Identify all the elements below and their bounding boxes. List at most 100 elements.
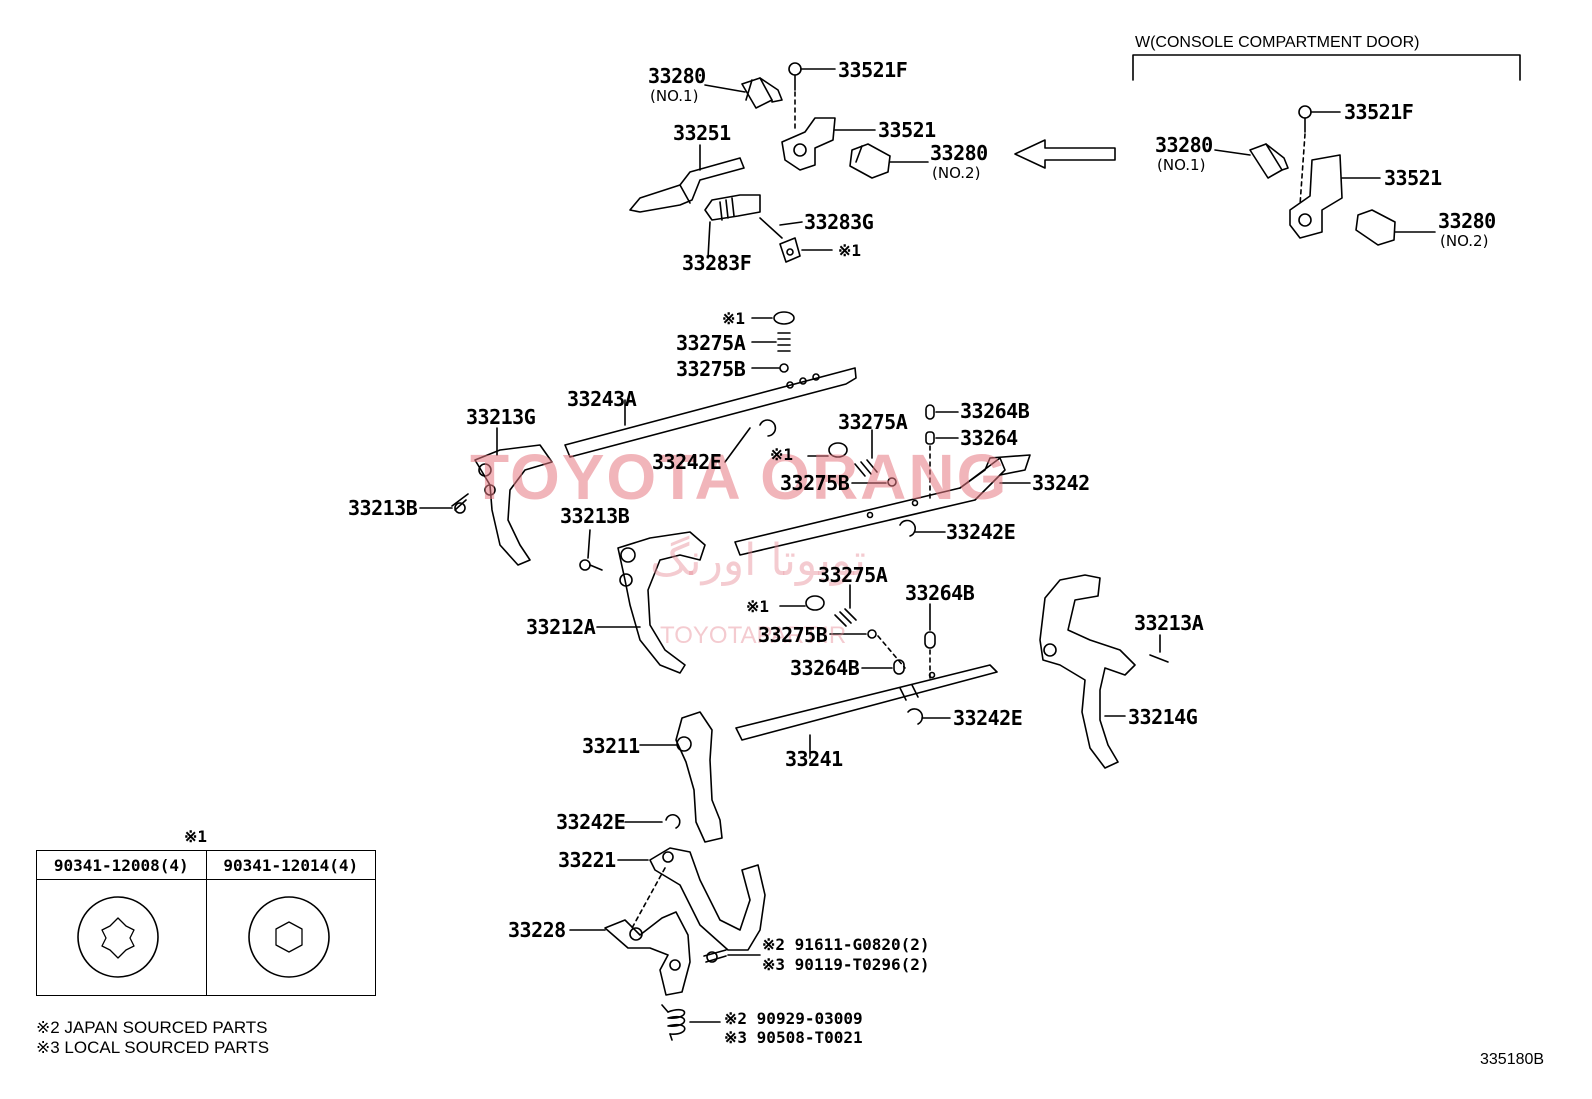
lever-33221-icon xyxy=(649,847,766,951)
callout-33242E-b: 33242E xyxy=(946,520,1016,544)
pin-33264-icon xyxy=(925,431,935,445)
diagram-id: 335180B xyxy=(1480,1051,1545,1068)
lever-33251-icon xyxy=(629,157,745,213)
callout-33280-no2: 33280 xyxy=(930,141,988,165)
callout-33213B-mid: 33213B xyxy=(560,504,630,528)
callout-33264B-low: 33264B xyxy=(790,656,860,680)
callout-33241: 33241 xyxy=(785,747,843,771)
snap-ring-33242E-c-icon xyxy=(907,708,924,725)
callout-33242: 33242 xyxy=(1032,471,1090,495)
callout-33242E-c: 33242E xyxy=(953,706,1023,730)
spring-33275A-low-icon xyxy=(834,608,857,627)
torx-cell xyxy=(36,879,207,996)
callout-33213G: 33213G xyxy=(466,405,536,429)
fastener-table-title: ※1 xyxy=(184,827,208,846)
callout-33275B-mid: 33275B xyxy=(780,471,850,495)
callout-33275A-mid: 33275A xyxy=(838,410,908,434)
callout-33213A: 33213A xyxy=(1134,611,1204,635)
fork-33214G-icon xyxy=(1039,574,1136,769)
callout-33275B-low: 33275B xyxy=(758,623,828,647)
pin-33264B-low-icon xyxy=(893,659,905,675)
plug-33280-no2-variant-icon xyxy=(1355,209,1396,246)
ball-33275B-top-icon xyxy=(779,363,789,373)
callout-33280-no2-variant: 33280 xyxy=(1438,209,1496,233)
callout-33280-no1-variant-sub: (NO.1) xyxy=(1157,156,1206,174)
snap-ring-33242E-d-icon xyxy=(665,814,681,829)
callout-33251: 33251 xyxy=(673,121,731,145)
callout-33521F-variant: 33521F xyxy=(1344,100,1414,124)
snap-ring-33242E-a-icon xyxy=(759,419,777,437)
ball-33275B-mid-icon xyxy=(887,477,897,487)
fork-33212A-icon xyxy=(617,531,706,674)
screw-note1-top-icon xyxy=(773,311,795,325)
fastener-col-1: 90341-12008(4) xyxy=(36,850,207,880)
callout-spring-local: ※3 90508-T0021 xyxy=(724,1028,863,1047)
callout-33243A: 33243A xyxy=(567,387,637,411)
note-local-sourced: ※3 LOCAL SOURCED PARTS xyxy=(36,1038,270,1057)
callout-note1-b: ※1 xyxy=(722,309,746,328)
callout-spring-jp: ※2 90929-03009 xyxy=(724,1009,863,1028)
callout-33280-no1-sub: (NO.1) xyxy=(650,87,699,105)
fastener-table: 90341-12008(4) 90341-12014(4) xyxy=(36,850,376,996)
bolt-33521F-variant-icon xyxy=(1298,105,1312,133)
callout-33213B-left: 33213B xyxy=(348,496,418,520)
callout-33280-no2-sub: (NO.2) xyxy=(932,164,981,182)
callout-33283F: 33283F xyxy=(682,251,752,275)
variant-bracket xyxy=(1132,54,1521,81)
screw-note1-mid-icon xyxy=(828,442,848,458)
bolt-33213B-mid-icon xyxy=(579,559,603,571)
fastener-col-2: 90341-12014(4) xyxy=(205,850,376,880)
callout-33228: 33228 xyxy=(508,918,566,942)
snap-ring-33242E-b-icon xyxy=(899,519,916,537)
callout-note1-a: ※1 xyxy=(838,241,862,260)
plug-33280-no2-icon xyxy=(849,143,891,179)
shaft-33242-icon xyxy=(734,454,1031,556)
plug-33280-no1-variant-icon xyxy=(1249,143,1289,179)
callout-33211: 33211 xyxy=(582,734,640,758)
callout-33521-variant: 33521 xyxy=(1384,166,1442,190)
variant-label: W(CONSOLE COMPARTMENT DOOR) xyxy=(1135,34,1420,51)
spring-33275A-mid-icon xyxy=(854,459,878,477)
bolt-33213B-left-icon xyxy=(451,493,469,514)
bracket-33228-icon xyxy=(604,911,691,996)
spring-90929-icon xyxy=(661,1004,686,1041)
callout-bolt-local: ※3 90119-T0296(2) xyxy=(762,955,930,974)
callout-33221: 33221 xyxy=(558,848,616,872)
callout-33280-no2-variant-sub: (NO.2) xyxy=(1440,232,1489,250)
callout-33212A: 33212A xyxy=(526,615,596,639)
pin-33283F-icon xyxy=(704,194,761,221)
callout-33214G: 33214G xyxy=(1128,705,1198,729)
spring-33275A-top-icon xyxy=(777,332,791,352)
note-japan-sourced: ※2 JAPAN SOURCED PARTS xyxy=(36,1018,268,1037)
bolt-jp-local-icon xyxy=(703,949,727,963)
callout-33264B-right: 33264B xyxy=(905,581,975,605)
bracket-33521-variant-icon xyxy=(1289,154,1343,239)
callout-33283G: 33283G xyxy=(804,210,874,234)
screw-note1-low-icon xyxy=(805,595,825,611)
callout-note1-c: ※1 xyxy=(770,445,794,464)
pin-33283G-icon xyxy=(759,217,783,239)
callout-bolt-jp: ※2 91611-G0820(2) xyxy=(762,935,930,954)
callout-33264B-top: 33264B xyxy=(960,399,1030,423)
pin-33264B-right-icon xyxy=(924,631,936,649)
callout-33275B-top: 33275B xyxy=(676,357,746,381)
lever-33211-icon xyxy=(675,711,723,843)
callout-33280-no1: 33280 xyxy=(648,64,706,88)
ball-33275B-low-icon xyxy=(867,629,877,639)
arrow-left-icon xyxy=(1014,139,1116,169)
callout-33521F: 33521F xyxy=(838,58,908,82)
hex-cell xyxy=(205,879,376,996)
pin-33213A-icon xyxy=(1149,654,1169,663)
callout-note1-d: ※1 xyxy=(746,597,770,616)
screw-note1-upper-icon xyxy=(779,237,801,263)
callout-33242E-a: 33242E xyxy=(652,450,722,474)
plug-33280-no1-icon xyxy=(741,77,783,109)
callout-33280-no1-variant: 33280 xyxy=(1155,133,1213,157)
pin-33264B-top-icon xyxy=(925,404,935,420)
shaft-33243A-icon xyxy=(564,367,857,458)
callout-33264: 33264 xyxy=(960,426,1018,450)
bolt-33521F-icon xyxy=(788,62,802,91)
fork-33213G-icon xyxy=(474,444,553,566)
callout-33242E-d: 33242E xyxy=(556,810,626,834)
callout-33275A-top: 33275A xyxy=(676,331,746,355)
